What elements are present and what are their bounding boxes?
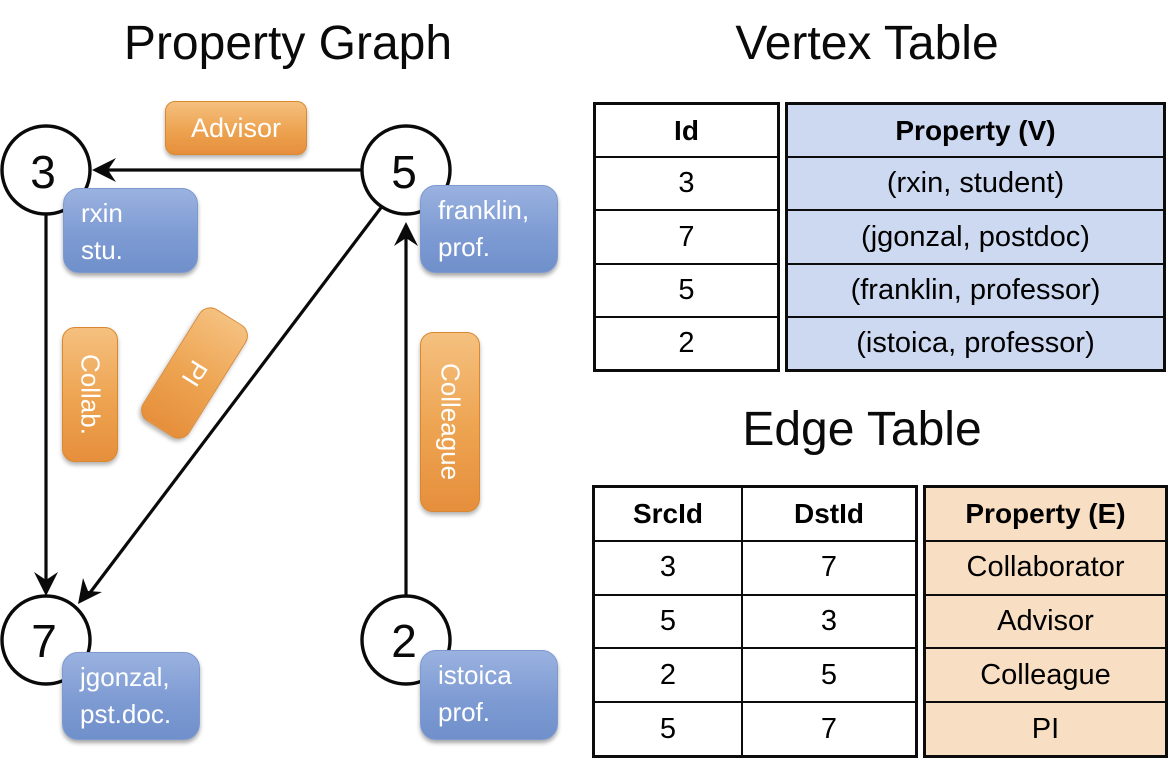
- arrowhead-into-3: [92, 158, 116, 182]
- vertex-property-line: prof.: [438, 232, 491, 262]
- vertex-property-line: stu.: [81, 235, 123, 265]
- vertex-table-id-cell: 5: [596, 262, 777, 316]
- arrowhead-into-7-diagonal: [78, 578, 102, 604]
- vertex-id-2: 2: [391, 615, 417, 667]
- edge-table-srcid-cell: 3: [595, 539, 741, 594]
- edge-table-property-cell: Colleague: [926, 647, 1165, 701]
- vertex-property-line: jgonzal,: [80, 662, 170, 692]
- vertex-table-id-cell: 3: [596, 156, 777, 209]
- vertex-property-box-istoica: istoica prof.: [420, 650, 558, 740]
- vertex-property-box-rxin: rxin stu.: [63, 188, 198, 273]
- vertex-table-property-cell: (jgonzal, postdoc): [788, 209, 1163, 262]
- edge-table-dstid-cell: 7: [743, 539, 915, 594]
- edge-table-property-cell: PI: [926, 701, 1165, 755]
- vertex-id-3: 3: [30, 146, 56, 198]
- edge-label-advisor: Advisor: [165, 101, 307, 155]
- vertex-table-id-header: Id: [674, 114, 699, 146]
- edge-table-property-cell: Collaborator: [926, 539, 1165, 594]
- vertex-table-id-cell: 2: [596, 315, 777, 369]
- vertex-property-line: franklin,: [438, 195, 530, 225]
- vertex-property-line: prof.: [438, 697, 491, 727]
- vertex-property-box-jgonzal: jgonzal, pst.doc.: [62, 652, 200, 740]
- vertex-property-line: rxin: [81, 198, 123, 228]
- edge-table-srcid-cell: 5: [595, 701, 741, 755]
- edge-line-pi-5-7: [84, 204, 385, 599]
- vertex-table-property-header: Property (V): [895, 114, 1056, 146]
- edge-table-srcid-cell: 2: [595, 647, 741, 701]
- edge-table-dstid-header: DstId: [794, 497, 864, 529]
- edge-table-dstid-cell: 7: [743, 701, 915, 755]
- vertex-property-line: pst.doc.: [80, 699, 172, 729]
- vertex-table-property-cell: (istoica, professor): [788, 315, 1163, 369]
- vertex-property-box-franklin: franklin, prof.: [420, 185, 558, 273]
- edge-table-srcid-cell: 5: [595, 593, 741, 648]
- edge-table-property-cell: Advisor: [926, 593, 1165, 648]
- property-graph-title: Property Graph: [123, 17, 453, 70]
- vertex-table-id-cell: 7: [596, 209, 777, 262]
- arrowhead-into-7-vertical: [34, 572, 58, 596]
- vertex-table-property-cell: (rxin, student): [788, 156, 1163, 209]
- edge-table-dstid-cell: 5: [743, 647, 915, 701]
- edge-table-title: Edge Table: [742, 403, 982, 456]
- vertex-table-title: Vertex Table: [735, 17, 999, 70]
- edge-table-dstid-cell: 3: [743, 593, 915, 648]
- vertex-property-line: istoica: [438, 660, 512, 690]
- edge-label-collab: Collab.: [62, 327, 118, 462]
- edge-label-colleague: Colleague: [420, 332, 480, 512]
- vertex-id-5: 5: [391, 146, 417, 198]
- vertex-table-property-cell: (franklin, professor): [788, 262, 1163, 316]
- edge-table-property-header: Property (E): [965, 497, 1126, 529]
- arrowhead-into-5: [394, 222, 418, 246]
- vertex-id-7: 7: [31, 615, 57, 667]
- vertex-table-property-column: Property (V) (rxin, student)(jgonzal, po…: [785, 102, 1166, 372]
- edge-table-srcid-header: SrcId: [632, 497, 704, 529]
